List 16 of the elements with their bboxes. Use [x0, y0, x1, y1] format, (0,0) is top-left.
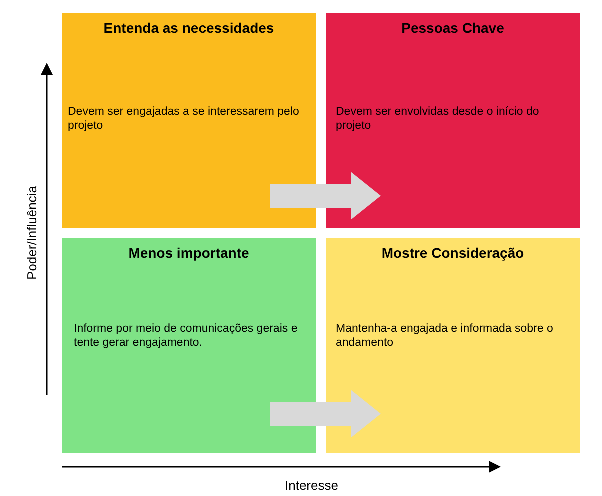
- axis-label: Interesse: [285, 477, 338, 495]
- axis-label: Poder/Influência: [23, 186, 40, 280]
- quadrant-box: [62, 13, 316, 228]
- quadrant-box: [326, 13, 580, 228]
- quadrant-title: Entenda as necessidades: [102, 19, 276, 38]
- quadrant-title: Mostre Consideração: [380, 244, 526, 263]
- block-arrow: [270, 172, 381, 220]
- quadrant-box: [326, 238, 580, 453]
- quadrant-description: Devem ser envolvidas desde o início do projeto: [336, 105, 540, 133]
- quadrant-box: [62, 238, 316, 453]
- quadrant-title: Pessoas Chave: [400, 19, 506, 38]
- quadrant-title: Menos importante: [128, 244, 250, 263]
- quadrant-description: Mantenha-a engajada e informada sobre o andamento: [336, 322, 554, 350]
- quadrant-description: Devem ser engajadas a se interessarem pelo projeto: [68, 105, 300, 133]
- quadrant-description: Informe por meio de comunicações gerais e tente gerar engajamento.: [74, 322, 299, 350]
- block-arrow: [270, 390, 381, 438]
